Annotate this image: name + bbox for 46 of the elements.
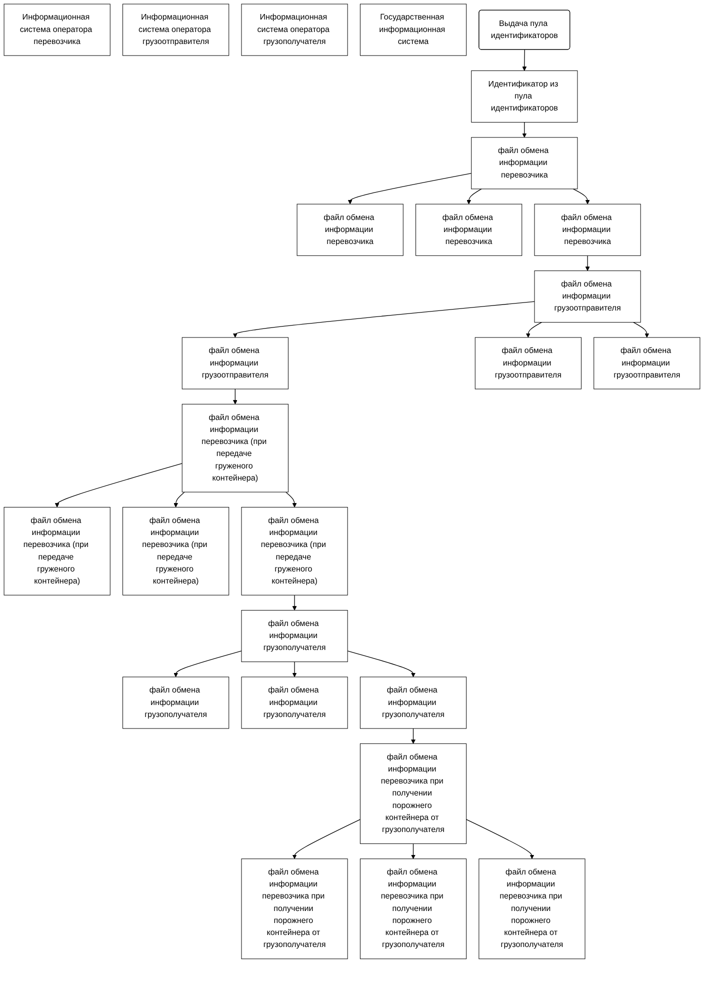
arrow xyxy=(585,255,590,271)
arrow xyxy=(411,843,416,860)
arrow xyxy=(54,463,182,508)
node-box: файл обмена информации перевозчика (при передаче груженого контейнера) xyxy=(122,506,230,596)
node-box: файл обмена информации перевозчика xyxy=(296,204,404,256)
arrow xyxy=(633,322,650,338)
arrow xyxy=(292,661,297,678)
node-box: файл обмена информации перевозчика при получении порожнего контейнера от грузополучателя xyxy=(360,743,467,844)
node-box: файл обмена информации грузополучателя xyxy=(241,610,348,662)
node-box: Идентификатор из пула идентификаторов xyxy=(471,70,578,123)
arrow xyxy=(411,728,416,744)
node-box: файл обмена информации перевозчика (при передаче груженого контейнера) xyxy=(182,404,288,492)
node-box: файл обмена информации грузополучателя xyxy=(122,676,230,729)
node-box: файл обмена информации грузоотправителя xyxy=(182,337,288,390)
node-box: файл обмена информации перевозчика xyxy=(534,204,641,256)
node-box: файл обмена информации перевозчика при получении порожнего контейнера от грузополучателя xyxy=(241,858,348,960)
node-box: файл обмена информации перевозчика xyxy=(471,137,578,190)
arrow xyxy=(232,301,535,338)
node-box: файл обмена информации грузополучателя xyxy=(360,676,467,729)
node-box: файл обмена информации грузоотправителя xyxy=(594,337,700,390)
arrow xyxy=(174,650,242,678)
node-box: файл обмена информации грузополучателя xyxy=(241,676,348,729)
node-box: файл обмена информации перевозчика при получении порожнего контейнера от грузополучателя xyxy=(360,858,467,960)
node-box: файл обмена информации грузоотправителя xyxy=(474,337,582,390)
node-box: файл обмена информации перевозчика (при передаче груженого контейнера) xyxy=(4,506,110,596)
node-box: Информационная система оператора грузоотправителя xyxy=(122,4,230,56)
node-box: файл обмена информации грузоотправителя xyxy=(534,270,641,323)
arrow xyxy=(522,49,527,71)
arrow xyxy=(466,188,482,204)
arrow xyxy=(348,173,472,204)
node-box: Информационная система оператора грузополучателя xyxy=(241,4,348,56)
arrow xyxy=(466,819,534,860)
arrow xyxy=(232,388,238,404)
arrow xyxy=(285,492,297,508)
node-box: файл обмена информации перевозчика при получении порожнего контейнера от грузополучателя xyxy=(478,858,586,960)
node-box: файл обмена информации перевозчика (при передаче груженого контейнера) xyxy=(241,506,348,596)
arrow xyxy=(292,819,361,860)
arrow xyxy=(347,650,416,678)
node-box: файл обмена информации перевозчика xyxy=(416,204,522,256)
arrow xyxy=(292,594,297,610)
arrow xyxy=(522,122,527,138)
arrow xyxy=(174,492,185,508)
node-box: Информационная система оператора перевозчика xyxy=(4,4,110,56)
node-box: Государственная информационная система xyxy=(360,4,467,56)
arrow xyxy=(526,322,542,338)
arrow xyxy=(572,188,590,204)
